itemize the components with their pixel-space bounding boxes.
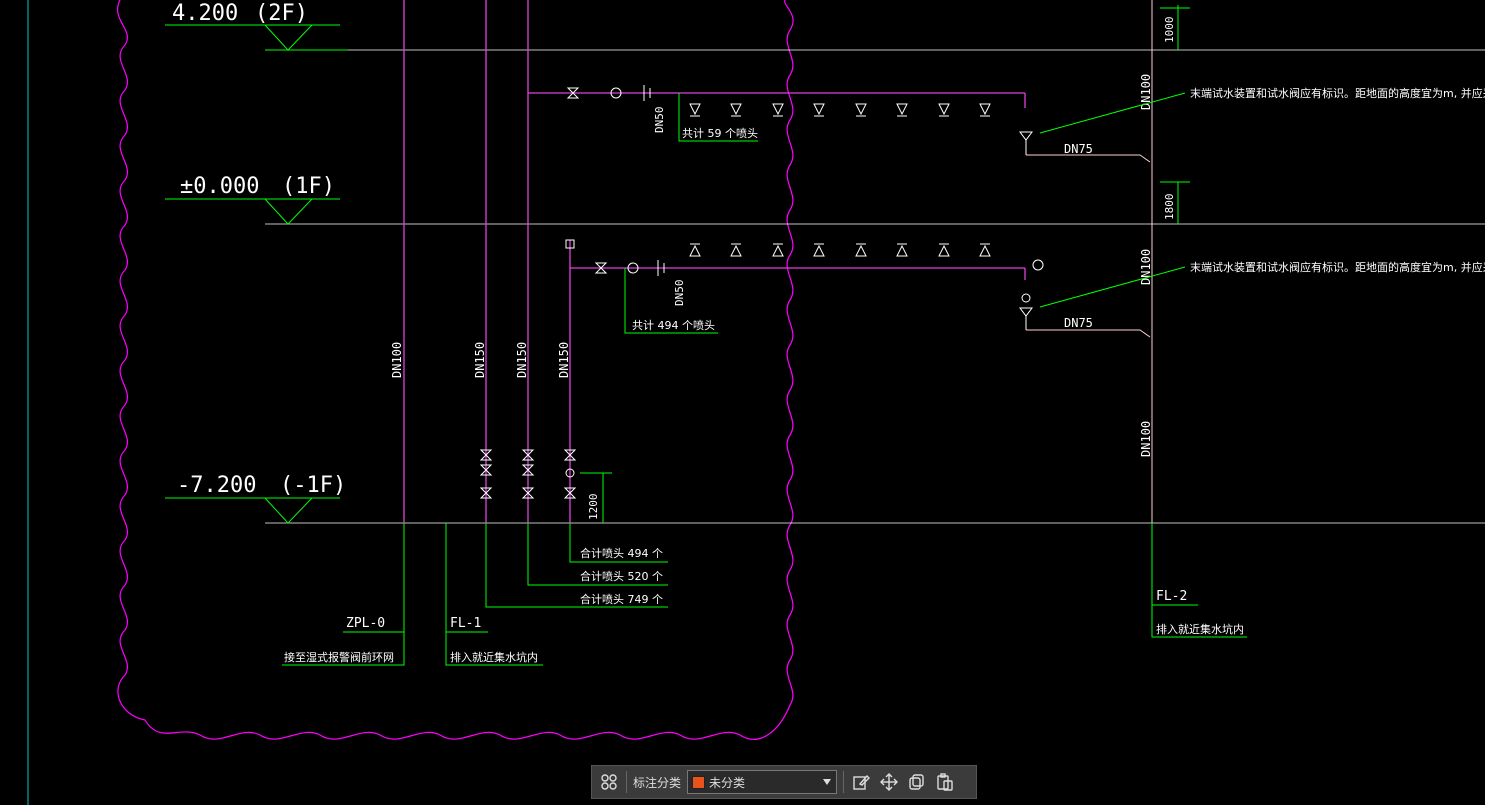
dim-1200-lines xyxy=(580,472,612,523)
dim-1000: 1000 xyxy=(1163,17,1176,44)
grid-icon[interactable] xyxy=(598,771,620,793)
leader-2f xyxy=(678,93,758,142)
level-2f-elev: 4.200 xyxy=(172,1,238,26)
dim-1800: 1800 xyxy=(1163,194,1176,221)
note-fl2: 排入就近集水坑内 xyxy=(1156,622,1244,636)
label-zpl0: ZPL-0 xyxy=(346,616,385,631)
annotation-toolbar: 标注分类 未分类 xyxy=(591,765,977,799)
level-2f-floor: (2F) xyxy=(255,1,308,26)
level-b1-floor: (-1F) xyxy=(280,473,346,498)
label-dn50-1f: DN50 xyxy=(673,280,686,307)
paste-icon[interactable] xyxy=(934,771,956,793)
edit-icon[interactable] xyxy=(850,771,872,793)
branch-2f xyxy=(528,92,1026,108)
level-marker-2f xyxy=(165,24,348,51)
level-marker-b1 xyxy=(165,497,340,524)
branch-1f-fittings xyxy=(565,239,1044,303)
label-dn100-r3: DN100 xyxy=(1139,421,1153,457)
label-fl1: FL-1 xyxy=(450,616,481,631)
dim-1200: 1200 xyxy=(587,494,600,521)
branch-2f-fittings xyxy=(566,85,651,101)
note-1f: 末端试水装置和试水阀应有标识。距地面的高度宜为m, 并应采 xyxy=(1190,260,1485,274)
label-dn75-2f: DN75 xyxy=(1064,142,1093,156)
label-dn75-1f: DN75 xyxy=(1064,316,1093,330)
toolbar-separator xyxy=(843,771,845,793)
label-dn50-2f: DN50 xyxy=(653,107,666,134)
count-2f: 共计 59 个喷头 xyxy=(682,127,758,140)
leader-1f xyxy=(624,268,718,334)
level-b1-elev: -7.200 xyxy=(177,473,256,498)
drain-2f xyxy=(1026,154,1151,163)
label-dn100-r1: DN100 xyxy=(1139,74,1153,110)
revision-cloud xyxy=(117,0,794,740)
level-marker-1f xyxy=(165,198,340,225)
note-leader-2f xyxy=(1039,92,1186,134)
move-icon[interactable] xyxy=(878,771,900,793)
level-1f-floor: (1F) xyxy=(282,174,335,199)
bottom-leaders xyxy=(282,523,1247,666)
toolbar-separator xyxy=(626,771,627,793)
label-dn150-a: DN150 xyxy=(473,342,487,378)
chevron-down-icon xyxy=(823,779,832,785)
sprinklers-1f xyxy=(689,243,1033,330)
label-dn150-b: DN150 xyxy=(515,342,529,378)
note-zpl0: 接至湿式报警阀前环网 xyxy=(284,650,394,664)
annotation-category-select[interactable]: 未分类 xyxy=(687,770,838,794)
label-dn100-r2: DN100 xyxy=(1139,249,1153,285)
category-selected-value: 未分类 xyxy=(709,775,746,790)
total-c: 合计喷头 749 个 xyxy=(580,592,663,606)
note-fl1: 排入就近集水坑内 xyxy=(450,650,538,664)
copy-icon[interactable] xyxy=(906,771,928,793)
dim-right xyxy=(1160,5,1190,224)
label-fl2: FL-2 xyxy=(1156,589,1187,604)
riser-pipes xyxy=(403,0,571,523)
count-1f: 共计 494 个喷头 xyxy=(632,319,715,332)
riser-valves xyxy=(479,449,577,499)
total-b: 合计喷头 520 个 xyxy=(580,569,663,583)
label-dn100-main: DN100 xyxy=(390,342,404,378)
branch-1f xyxy=(570,267,1026,280)
label-dn150-c: DN150 xyxy=(557,342,571,378)
level-1f-elev: ±0.000 xyxy=(180,174,259,199)
sprinklers-2f xyxy=(689,103,1033,155)
note-2f: 末端试水装置和试水阀应有标识。距地面的高度宜为m, 并应采 xyxy=(1190,86,1485,100)
totals-leaders xyxy=(485,523,668,608)
annotation-category-label: 标注分类 xyxy=(633,775,682,790)
drain-1f xyxy=(1026,329,1151,338)
note-leader-1f xyxy=(1039,266,1186,308)
category-color-swatch xyxy=(692,775,706,789)
total-a: 合计喷头 494 个 xyxy=(580,546,663,560)
